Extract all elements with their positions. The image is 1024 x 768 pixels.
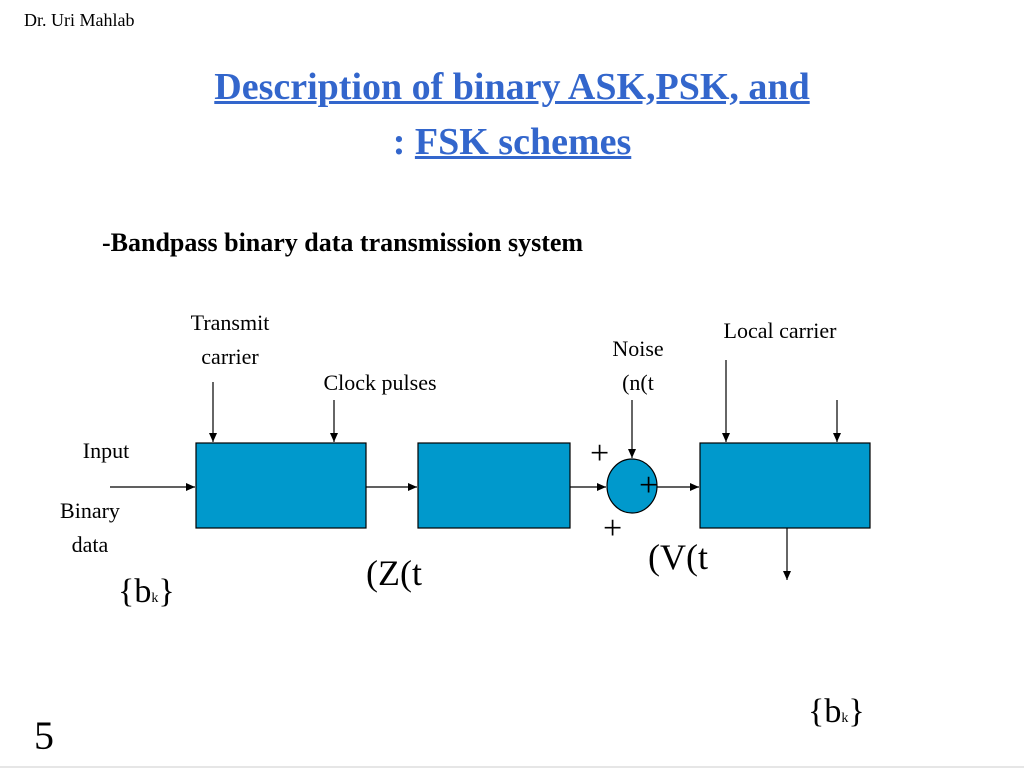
slide-subtitle: -Bandpass binary data transmission syste… (102, 228, 584, 257)
input-seq-sub: k (151, 591, 159, 606)
summing-junction (606, 458, 658, 514)
local-carrier-label: Local carrier (723, 318, 837, 343)
receiver-block (699, 442, 871, 529)
channel-block (417, 442, 571, 529)
transmitter-block (195, 442, 367, 529)
transmit-carrier-label-line2: carrier (201, 344, 259, 369)
transmit-carrier-label: Transmit carrier (160, 306, 300, 374)
input-seq-open: {b (118, 573, 152, 610)
z-signal-label: (Z(t (366, 553, 422, 593)
title-line-2-prefix: : (392, 121, 415, 163)
page-number: 5 (34, 713, 54, 758)
clock-pulses-label: Clock pulses (323, 370, 437, 395)
sum-plus-right: + (639, 467, 659, 504)
output-seq-open: {b (808, 693, 842, 730)
input-seq-close: } (158, 573, 175, 610)
noise-label-line1: Noise (612, 336, 664, 361)
sum-plus-bottom: + (603, 510, 623, 547)
transmit-carrier-label-line1: Transmit (190, 310, 270, 335)
v-signal-label: (V(t (648, 537, 708, 577)
title-line-1: Description of binary ASK,PSK, and (214, 66, 810, 108)
noise-label: Noise (n(t (588, 332, 688, 400)
input-sequence-label: {bk} (118, 572, 175, 619)
output-sequence-label: {bk} (808, 692, 865, 739)
output-seq-sub: k (841, 711, 849, 726)
output-seq-close: } (848, 693, 865, 730)
author-label: Dr. Uri Mahlab (24, 10, 135, 30)
sum-plus-top: + (590, 435, 610, 472)
title-line-2: FSK schemes (414, 121, 632, 163)
slide-title: Description of binary ASK,PSK, and : FSK… (0, 60, 1024, 170)
binary-data-label-line2: data (71, 532, 109, 557)
input-label: Input (82, 438, 130, 463)
binary-data-label-line1: Binary (60, 498, 120, 523)
binary-data-label: Binary data (40, 494, 140, 562)
noise-label-line2: (n(t (622, 370, 654, 395)
bottom-divider (0, 766, 1024, 768)
